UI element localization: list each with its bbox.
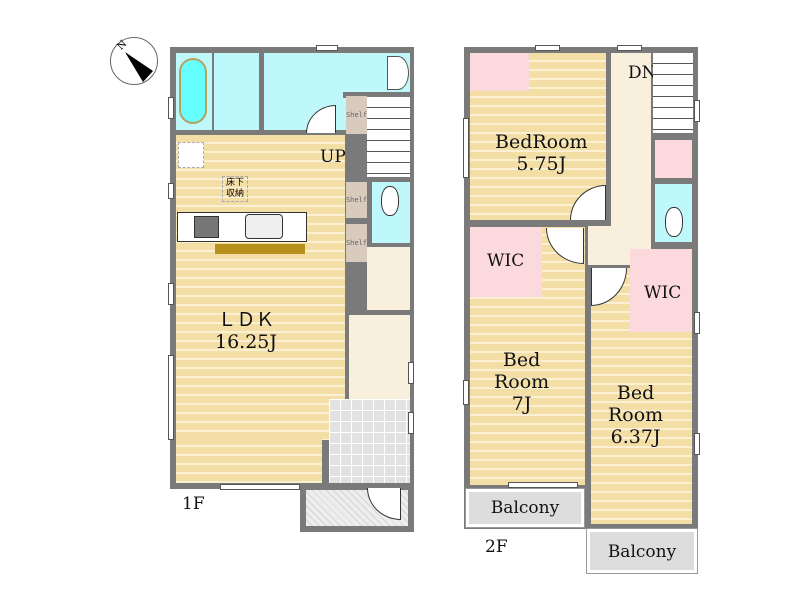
- floor1-label: 1F: [182, 494, 205, 514]
- dn-label: DN: [628, 63, 657, 83]
- shelf: Shelf: [346, 182, 367, 218]
- floor2-label: 2F: [485, 537, 508, 557]
- bedroom-1-size: 5.75J: [516, 152, 567, 175]
- north-arrow-icon: [125, 52, 153, 82]
- toilet-icon: [665, 207, 683, 237]
- window[interactable]: [316, 45, 338, 51]
- closet: [655, 140, 692, 178]
- window[interactable]: [220, 484, 300, 490]
- hall-1f: [367, 247, 410, 310]
- ldk-room: [176, 135, 345, 440]
- window[interactable]: [617, 45, 642, 51]
- bedroom-2-size: 7J: [511, 392, 532, 415]
- window[interactable]: [168, 283, 174, 305]
- window[interactable]: [168, 355, 174, 440]
- underfloor-storage: 床下 収納: [222, 176, 249, 202]
- ldk-size: 16.25J: [215, 330, 278, 353]
- window[interactable]: [168, 183, 174, 199]
- bedroom-2-name: Bed Room: [494, 349, 550, 393]
- washroom: [214, 53, 259, 130]
- window[interactable]: [694, 312, 700, 334]
- balcony-left[interactable]: Balcony: [465, 488, 585, 528]
- wic-label: WIC: [487, 251, 525, 271]
- window[interactable]: [694, 433, 700, 455]
- window[interactable]: [463, 118, 469, 178]
- window[interactable]: [463, 380, 469, 405]
- window[interactable]: [535, 45, 560, 51]
- window[interactable]: [408, 362, 414, 384]
- window[interactable]: [508, 482, 578, 488]
- wic-left: [470, 227, 542, 297]
- bathtub-icon: [179, 58, 207, 124]
- toilet-icon: [381, 186, 399, 216]
- bedroom-1-name: BedRoom: [495, 131, 588, 153]
- bedroom-3-size: 6.37J: [610, 425, 661, 448]
- up-label: UP: [320, 147, 346, 167]
- stairs-1f[interactable]: [367, 97, 410, 177]
- wic-label: WIC: [644, 283, 682, 303]
- balcony-label: Balcony: [590, 532, 694, 570]
- kitchen-sink-icon: [245, 214, 283, 239]
- stairs-2f[interactable]: [653, 53, 693, 133]
- closet-1f: [349, 315, 410, 399]
- balcony-label: Balcony: [469, 492, 581, 524]
- window[interactable]: [168, 97, 174, 119]
- shelf: Shelf: [346, 96, 367, 134]
- ldk-name: ＬＤＫ: [217, 309, 275, 331]
- wic-right: [630, 249, 692, 332]
- kitchen-bar: [215, 244, 305, 254]
- sink-icon: [387, 56, 409, 90]
- window[interactable]: [694, 100, 700, 122]
- closet: [470, 53, 529, 91]
- genkan: [329, 399, 410, 483]
- balcony-right[interactable]: Balcony: [586, 528, 698, 574]
- wall: [343, 92, 413, 98]
- window[interactable]: [408, 412, 414, 434]
- floor-storage-hatch-icon: [178, 142, 204, 168]
- ldk-room-lower: [176, 438, 322, 483]
- shelf: Shelf: [346, 224, 367, 262]
- bedroom-3-name: Bed Room: [608, 382, 664, 426]
- stove-icon: [194, 216, 219, 238]
- compass: N: [110, 37, 158, 85]
